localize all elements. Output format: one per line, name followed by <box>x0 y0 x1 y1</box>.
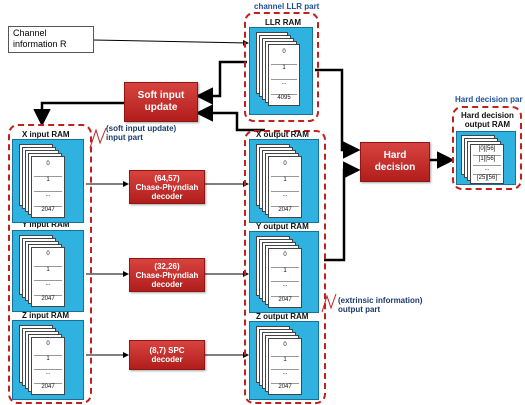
llr-to-soft-update-arrow <box>195 60 247 105</box>
memory-cell-label: 1 <box>34 265 62 273</box>
memory-cell-label: ... <box>34 369 62 376</box>
output-to-hard-decision-arrow <box>324 161 361 262</box>
y-output-ram-title: Y output RAM <box>256 222 309 231</box>
y-output-ram: 0 1... 2047 <box>249 231 319 313</box>
memory-cell-label: 2047 <box>34 383 62 390</box>
x-output-ram-title: X output RAM <box>256 130 309 139</box>
llr-ram: 0 1... 4095 <box>249 27 313 115</box>
memory-cell-label: [25][56] <box>473 174 501 181</box>
llr-to-hard-decision-arrow <box>315 68 361 159</box>
memory-cell-label: 0 <box>283 252 287 259</box>
memory-page-front: 0 1... 2047 <box>31 337 65 395</box>
memory-cell-label: 1 <box>34 175 62 183</box>
memory-page-front: 0 1... 2047 <box>268 156 302 218</box>
memory-cell-label: 1 <box>271 266 299 274</box>
spc-8-7-decoder: (8,7) SPC decoder <box>129 340 205 370</box>
memory-page-front: 0 1... 2047 <box>31 156 65 218</box>
memory-cell-label: 0 <box>46 160 50 167</box>
hard-decision-ram-region <box>452 106 522 190</box>
channel-to-llr-arrow <box>92 39 249 46</box>
x-input-ram: 0 1... 2047 <box>12 139 84 223</box>
z-input-ram: 0 1... 2047 <box>12 320 84 400</box>
hard-decision-part-label: Hard decision par <box>455 95 523 104</box>
memory-cell-label: 1 <box>271 175 299 183</box>
memory-cell-label: 2047 <box>34 294 62 302</box>
z-output-ram-title: Z output RAM <box>256 312 309 321</box>
memory-cell-label: [0][56] <box>478 145 496 152</box>
memory-page-front: 0 1... 4095 <box>268 44 300 106</box>
memory-cell-label: ... <box>271 78 297 86</box>
hard-decision-block: Hard decision <box>360 142 430 182</box>
memory-cell-label: 2047 <box>271 205 299 213</box>
extrinsic-information-label: (extrinsic information) output part <box>338 296 423 314</box>
memory-page-front: 0 1... 2047 <box>31 247 65 307</box>
input-part-callout <box>89 127 107 149</box>
memory-cell-label: 1 <box>271 63 297 71</box>
y-input-ram-title: Y input RAM <box>22 220 70 229</box>
memory-page-front: [0][56] [1][56]... [25][56] <box>470 144 504 184</box>
llr-ram-region <box>244 12 319 122</box>
memory-page-front: 0 1... 2047 <box>268 338 302 395</box>
chase-pyndiah-64-57-decoder: (64,57) Chase-Phyndiah decoder <box>129 170 205 204</box>
memory-cell-label: ... <box>271 281 299 288</box>
memory-cell-label: ... <box>473 164 501 172</box>
memory-page-front: 0 1... 2047 <box>268 248 302 308</box>
memory-cell-label: ... <box>34 280 62 287</box>
chase-pyndiah-32-26-decoder: (32,26) Chase-Phyndiah decoder <box>129 258 205 292</box>
memory-cell-label: ... <box>271 190 299 198</box>
llr-ram-title: LLR RAM <box>265 18 301 27</box>
channel-llr-part-label: channel LLR part <box>254 2 320 11</box>
soft-input-update-block: Soft input update <box>124 82 198 122</box>
memory-cell-label: ... <box>34 190 62 198</box>
soft-update-to-input-arrow <box>33 101 124 127</box>
memory-cell-label: 0 <box>46 251 50 258</box>
memory-cell-label: 1 <box>271 355 299 363</box>
input-part-label: (soft input update) input part <box>106 124 177 142</box>
input-ram-region <box>8 124 92 404</box>
hard-decision-output-ram: [0][56] [1][56]... [25][56] <box>456 131 516 185</box>
channel-information-box: Channel information R <box>8 26 94 53</box>
memory-cell-label: 2047 <box>34 205 62 213</box>
y-input-ram: 0 1... 2047 <box>12 230 84 312</box>
x-output-ram: 0 1... 2047 <box>249 139 319 223</box>
x-input-ram-title: X input RAM <box>22 130 70 139</box>
z-input-ram-title: Z input RAM <box>22 311 70 320</box>
memory-cell-label: 2047 <box>271 383 299 390</box>
output-ram-region <box>244 130 326 404</box>
memory-cell-label: 0 <box>46 341 50 347</box>
hard-decision-ram-title: Hard decision output RAM <box>461 111 514 129</box>
memory-cell-label: [1][56] <box>473 155 501 162</box>
memory-cell-label: 4095 <box>271 93 297 101</box>
memory-cell-label: ... <box>271 369 299 376</box>
memory-cell-label: 2047 <box>271 295 299 303</box>
memory-cell-label: 0 <box>282 48 286 55</box>
memory-cell-label: 0 <box>283 341 287 348</box>
memory-cell-label: 0 <box>283 160 287 167</box>
memory-cell-label: 1 <box>34 355 62 362</box>
z-output-ram: 0 1... 2047 <box>249 321 319 400</box>
